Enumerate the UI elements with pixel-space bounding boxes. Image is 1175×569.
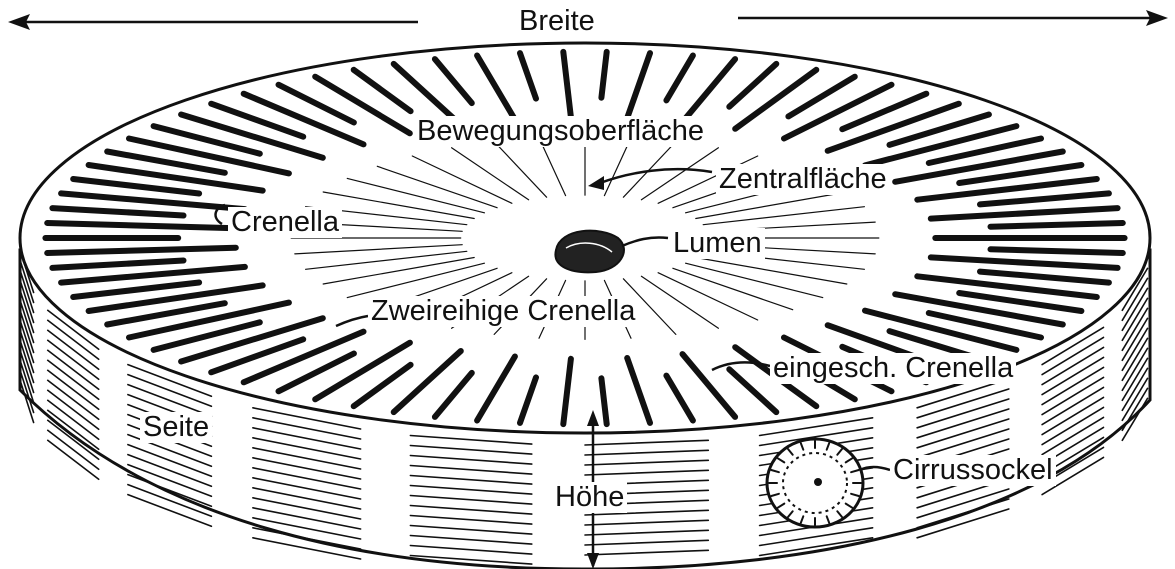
label-lumen: Lumen: [670, 228, 765, 259]
label-side: Seite: [140, 412, 212, 443]
label-width: Breite: [516, 6, 598, 37]
label-cirrus-socket: Cirrussockel: [890, 455, 1056, 486]
cirrus-socket-mark: [767, 439, 863, 527]
label-inserted-crenella: eingesch. Crenella: [770, 353, 1016, 384]
label-crenella: Crenella: [228, 207, 342, 238]
label-two-row-crenella: Zweireihige Crenella: [368, 296, 638, 327]
label-height: Höhe: [552, 482, 627, 513]
label-moving-surface: Bewegungsoberfläche: [414, 116, 707, 147]
lumen-mark: [555, 231, 624, 273]
crenella-ridge: [991, 249, 1123, 253]
crenella-ridge: [991, 223, 1123, 227]
label-central-area: Zentralfläche: [716, 164, 890, 195]
